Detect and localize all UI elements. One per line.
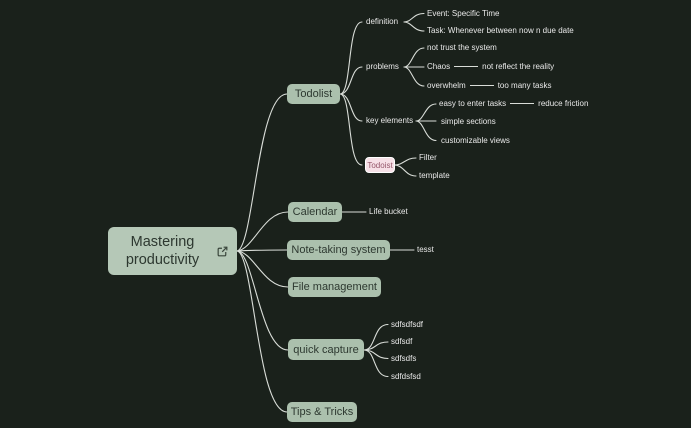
node-task-whenever[interactable]: Task: Whenever between now n due date — [427, 26, 574, 35]
node-file-management[interactable]: File management — [288, 277, 381, 297]
node-not-trust-the-system[interactable]: not trust the system — [427, 43, 497, 52]
node-easy-to-enter-row: easy to enter tasks reduce friction — [439, 98, 588, 109]
node-template[interactable]: template — [419, 171, 450, 180]
node-sdfsdfs[interactable]: sdfsdfs — [391, 354, 417, 363]
node-note-taking-system[interactable]: Note-taking system — [287, 240, 390, 260]
node-tips-and-tricks[interactable]: Tips & Tricks — [287, 402, 357, 422]
node-reduce-friction[interactable]: reduce friction — [538, 99, 589, 108]
node-event-specific-time[interactable]: Event: Specific Time — [427, 9, 500, 18]
node-calendar[interactable]: Calendar — [288, 202, 342, 222]
connector-dash — [469, 85, 494, 86]
connector-dash — [454, 66, 479, 67]
node-definition[interactable]: definition — [366, 17, 399, 26]
node-easy-to-enter-tasks[interactable]: easy to enter tasks — [439, 99, 507, 108]
connector-dash — [510, 103, 535, 104]
node-key-elements[interactable]: key elements — [366, 116, 414, 125]
node-overwhelm-row: overwhelm too many tasks — [427, 80, 552, 91]
node-chaos[interactable]: Chaos — [427, 62, 451, 71]
node-todoist-highlighted[interactable]: Todoist — [365, 157, 395, 173]
node-life-bucket[interactable]: Life bucket — [369, 207, 408, 216]
node-sdfdsfsd[interactable]: sdfdsfsd — [391, 372, 421, 381]
node-chaos-row: Chaos not reflect the reality — [427, 61, 554, 72]
node-not-reflect-the-reality[interactable]: not reflect the reality — [482, 62, 555, 71]
node-sdfsdfsdf[interactable]: sdfsdfsdf — [391, 320, 424, 329]
node-sdfsdf[interactable]: sdfsdf — [391, 337, 413, 346]
node-simple-sections[interactable]: simple sections — [441, 117, 496, 126]
node-todolist[interactable]: Todolist — [287, 84, 340, 104]
node-too-many-tasks[interactable]: too many tasks — [497, 81, 552, 90]
node-overwhelm[interactable]: overwhelm — [427, 81, 466, 90]
root-node-label: Mastering productivity — [125, 234, 200, 268]
root-node-mastering-productivity[interactable]: Mastering productivity — [108, 227, 237, 275]
node-problems[interactable]: problems — [366, 62, 399, 71]
external-link-icon[interactable] — [216, 245, 229, 258]
node-filter[interactable]: Filter — [419, 153, 437, 162]
node-tesst[interactable]: tesst — [417, 245, 434, 254]
node-quick-capture[interactable]: quick capture — [288, 339, 364, 360]
node-customizable-views[interactable]: customizable views — [441, 136, 510, 145]
